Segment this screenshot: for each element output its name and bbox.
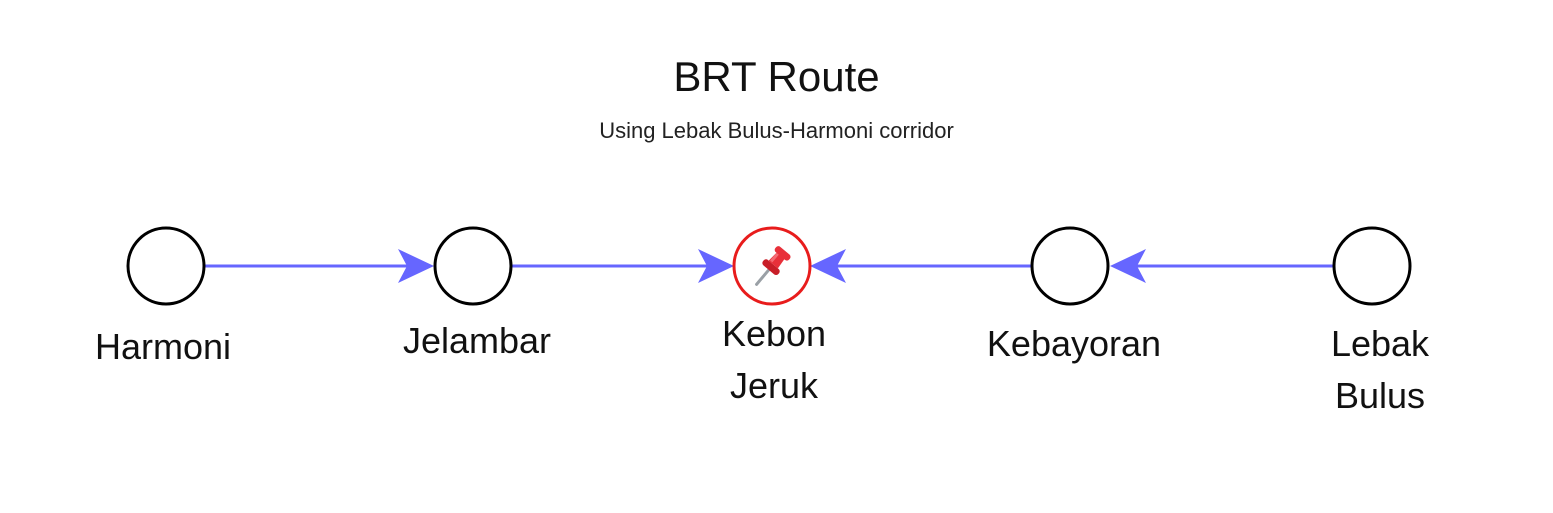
edge-jelambar-to-kebon-jeruk <box>512 249 734 283</box>
station-label-harmoni: Harmoni <box>94 326 232 367</box>
station-label-lebak-bulus: Lebak Bulus <box>1330 323 1430 416</box>
station-label-jelambar: Jelambar <box>402 320 552 361</box>
station-node-kebayoran <box>1030 226 1110 306</box>
station-node-lebak-bulus <box>1332 226 1412 306</box>
diagram-subtitle: Using Lebak Bulus-Harmoni corridor <box>599 118 954 143</box>
edge-harmoni-to-jelambar <box>205 249 434 283</box>
pushpin-icon <box>755 246 791 286</box>
edge-kebayoran-to-kebon-jeruk <box>810 249 1032 283</box>
station-label-kebon-jeruk: Kebon Jeruk <box>721 313 827 406</box>
station-node-jelambar <box>433 226 513 306</box>
station-node-harmoni <box>126 226 206 306</box>
station-label-kebayoran: Kebayoran <box>986 323 1162 364</box>
edge-lebak-bulus-to-kebayoran <box>1110 249 1334 283</box>
edges <box>205 249 1334 283</box>
diagram-title: BRT Route <box>673 53 880 100</box>
